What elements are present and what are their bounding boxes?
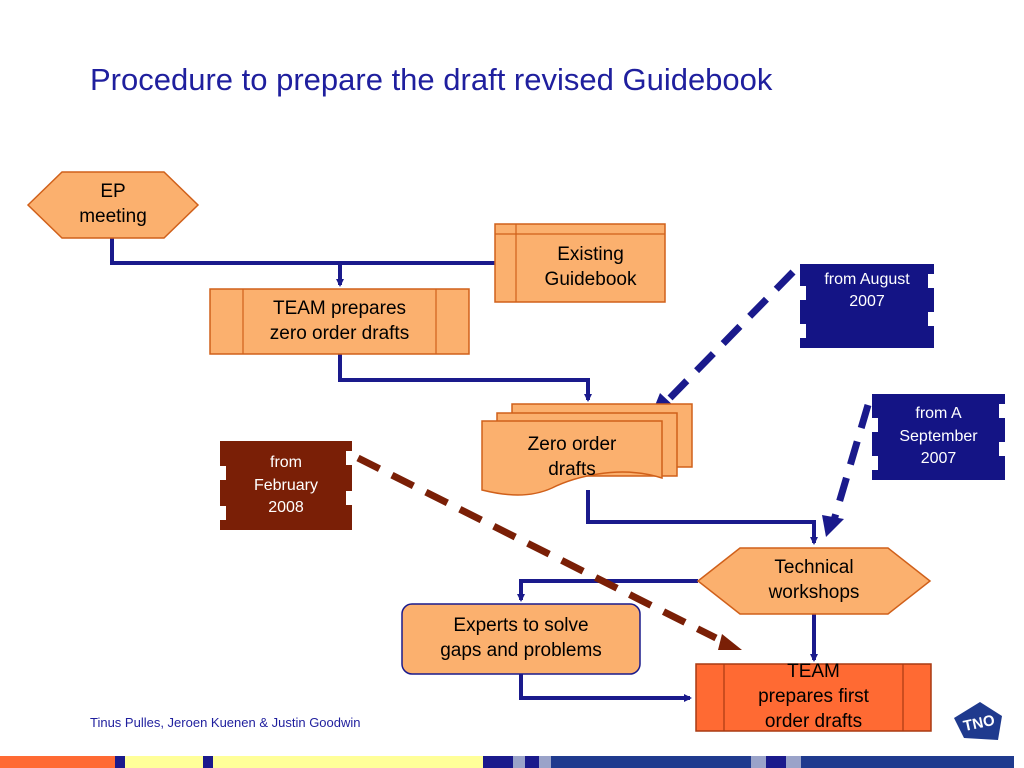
tno-logo-text: TNO	[962, 712, 997, 735]
note-august-shape	[800, 264, 934, 348]
team-zero-label: TEAM prepares zero order drafts	[269, 297, 410, 344]
technical-workshops-node	[696, 547, 932, 615]
arrowhead-september	[822, 515, 844, 537]
note-february-shape	[220, 441, 352, 530]
dashed-september-to-workshops	[830, 404, 872, 521]
footer-credit: Tinus Pulles, Jeroen Kuenen & Justin Goo…	[90, 715, 361, 730]
bottom-color-bar	[0, 756, 1024, 768]
existing-guidebook-label: Existing Guidebook	[544, 244, 637, 290]
team-first-label: TEAM prepares first order drafts	[758, 661, 869, 732]
ep-meeting-label: EP meeting	[79, 181, 147, 227]
connector-ep-to-team	[110, 238, 495, 265]
tno-logo-icon: TNO	[954, 702, 1002, 740]
connector-team-to-drafts	[338, 354, 592, 402]
experts-label: Experts to solve gaps and problems	[440, 615, 602, 661]
experts-node	[401, 603, 641, 675]
connector-drafts-to-workshops	[586, 490, 818, 545]
connector-experts-to-team	[519, 674, 692, 702]
technical-workshops-label: Technical workshops	[768, 557, 860, 603]
dashed-february-to-team	[356, 454, 718, 642]
zero-drafts-node	[481, 420, 663, 496]
connector-workshops-to-experts	[517, 579, 698, 602]
zero-drafts-label: Zero order drafts	[527, 434, 617, 480]
ep-meeting-node	[26, 171, 200, 239]
slide-title: Procedure to prepare the draft revised G…	[90, 62, 773, 97]
existing-guidebook-node	[494, 223, 666, 303]
note-august-label: from August 2007	[824, 270, 910, 310]
note-february-label: from February 2008	[253, 454, 319, 517]
team-zero-node	[209, 288, 470, 355]
arrowhead-february	[718, 634, 742, 650]
note-september-shape	[872, 394, 1005, 480]
note-september-label: from A September 2007	[899, 405, 978, 468]
team-first-node	[695, 663, 932, 732]
dashed-august-to-drafts	[665, 269, 796, 403]
